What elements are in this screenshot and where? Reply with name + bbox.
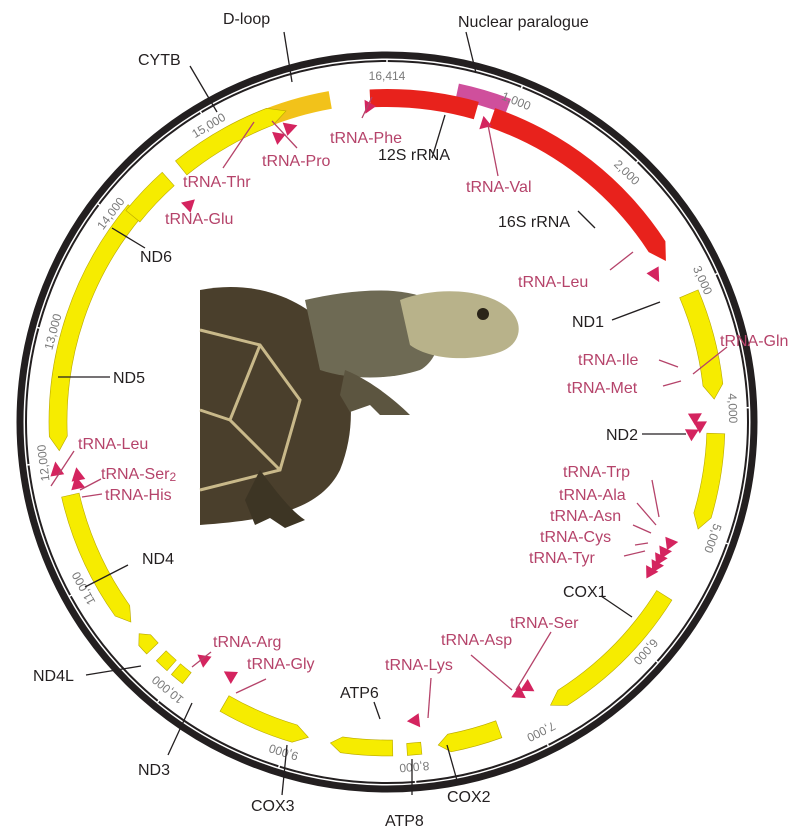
label-atp8: ATP8	[385, 813, 424, 830]
gene-features	[49, 84, 725, 756]
label-trna-met: tRNA-Met	[567, 380, 638, 397]
label-trna-ser: tRNA-Ser	[510, 615, 579, 632]
label-trna-leu-1: tRNA-Leu	[518, 274, 588, 291]
label-trna-phe: tRNA-Phe	[330, 130, 402, 147]
atp8-feature	[407, 742, 422, 755]
cox3-feature	[220, 696, 308, 743]
trna-leu-1-mark	[647, 266, 660, 282]
leader-trna-ser2	[80, 479, 101, 490]
leader-trna-asp	[471, 655, 512, 690]
label-cox1: COX1	[563, 584, 607, 601]
leader-trna-trp	[652, 480, 659, 517]
scale-tick-label: 16,414	[369, 69, 406, 83]
label-trna-val: tRNA-Val	[466, 179, 532, 196]
scale-tick-label: 9,000	[267, 741, 300, 763]
nd2-feature	[694, 433, 725, 529]
leader-trna-tyr	[624, 551, 645, 556]
scale-ticks: 16,4141,0002,0003,0004,0005,0006,0007,00…	[27, 59, 750, 784]
leader-16s	[578, 211, 595, 228]
label-nd6: ND6	[140, 249, 172, 266]
leader-atp6	[374, 702, 380, 719]
label-cox2: COX2	[447, 789, 491, 806]
nd5-feature	[49, 205, 142, 451]
label-nd4l: ND4L	[33, 668, 74, 685]
trna-trp-mark	[665, 537, 678, 551]
scale-tick-label: 4,000	[725, 393, 740, 424]
label-trna-gly: tRNA-Gly	[247, 656, 315, 673]
leader-trna-ala	[637, 503, 656, 525]
label-trna-ser2: tRNA-Ser2	[101, 466, 176, 484]
label-cytb: CYTB	[138, 52, 181, 69]
turtle-head	[400, 291, 519, 358]
leader-trna-ile	[659, 360, 678, 367]
scale-tick	[415, 777, 416, 784]
trna-gly-mark	[224, 671, 238, 684]
scale-tick-label: 7,000	[524, 719, 557, 745]
turtle-photo	[200, 287, 519, 528]
trna-ser2-mark	[72, 467, 86, 481]
label-trna-thr: tRNA-Thr	[183, 174, 251, 191]
leader-trna-lys	[428, 678, 431, 718]
label-trna-his: tRNA-His	[105, 487, 172, 504]
label-trna-tyr: tRNA-Tyr	[529, 550, 595, 567]
nd3-feature-b	[156, 651, 176, 671]
label-trna-gln: tRNA-Gln	[720, 333, 788, 350]
leader-trna-asn	[633, 525, 651, 533]
label-16s-rrna: 16S rRNA	[498, 214, 570, 231]
label-trna-asp: tRNA-Asp	[441, 632, 512, 649]
scale-tick-label: 5,000	[701, 522, 724, 555]
label-trna-leu-2: tRNA-Leu	[78, 436, 148, 453]
leader-trna-met	[663, 381, 681, 386]
trna-pro-mark	[283, 123, 298, 136]
atp6-feature	[330, 737, 392, 756]
leader-nd1	[612, 302, 660, 320]
nd3-feature-a	[171, 664, 191, 684]
label-nd4: ND4	[142, 551, 174, 568]
label-trna-pro: tRNA-Pro	[262, 153, 331, 170]
label-nuclear-paralogue: Nuclear paralogue	[458, 14, 589, 31]
label-trna-lys: tRNA-Lys	[385, 657, 453, 674]
label-trna-ser2-sub: 2	[169, 470, 176, 484]
trna-met-mark	[685, 429, 699, 441]
scale-tick-label: 8,000	[399, 759, 430, 775]
scale-tick-label: 12,000	[34, 444, 52, 482]
leader-trna-gly	[236, 679, 266, 693]
label-trna-ser2-base: tRNA-Ser	[101, 466, 170, 483]
turtle-eye	[477, 308, 489, 320]
leader-trna-leu1	[610, 252, 633, 270]
leader-trna-his	[82, 494, 102, 497]
scale-tick	[27, 464, 34, 465]
trna-lys-mark	[407, 713, 420, 727]
genome-ring-outer	[20, 55, 754, 789]
label-trna-glu: tRNA-Glu	[165, 211, 233, 228]
leader-trna-ser	[516, 632, 551, 690]
leader-trna-val	[488, 125, 498, 176]
label-trna-asn: tRNA-Asn	[550, 508, 621, 525]
label-nd1: ND1	[572, 314, 604, 331]
label-trna-cys: tRNA-Cys	[540, 529, 611, 546]
label-trna-ala: tRNA-Ala	[559, 487, 626, 504]
nd4l-feature	[139, 634, 158, 654]
label-nd5: ND5	[113, 370, 145, 387]
label-cox3: COX3	[251, 798, 295, 815]
leader-trna-cys	[635, 543, 648, 545]
label-atp6: ATP6	[340, 685, 379, 702]
nd1-feature	[680, 290, 723, 399]
label-trna-ile: tRNA-Ile	[578, 352, 639, 369]
label-trna-trp: tRNA-Trp	[563, 464, 630, 481]
label-nd2: ND2	[606, 427, 638, 444]
genome-ring-inner	[26, 61, 748, 783]
label-trna-arg: tRNA-Arg	[213, 634, 281, 651]
label-nd3: ND3	[138, 762, 170, 779]
label-12s-rrna: 12S rRNA	[378, 147, 450, 164]
label-dloop: D-loop	[223, 11, 270, 28]
